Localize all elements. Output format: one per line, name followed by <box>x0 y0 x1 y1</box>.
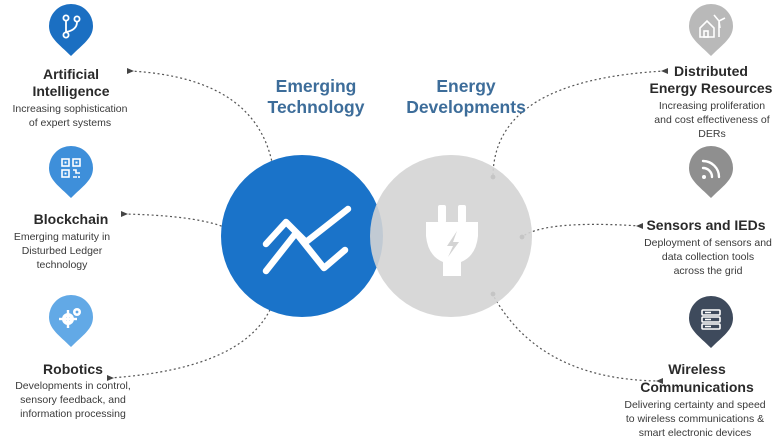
pin-ai <box>49 4 93 56</box>
blockchain-desc-1: Emerging maturity in <box>14 231 110 243</box>
left-circle-title-1: Emerging <box>276 76 357 96</box>
wireless-desc-3: smart electronic devices <box>639 427 752 439</box>
right-circle-title-2: Developments <box>406 97 526 117</box>
wireless-title-2: Communications <box>640 379 754 395</box>
blockchain-desc-3: technology <box>37 259 89 271</box>
connector-der <box>492 70 666 176</box>
sensors-title: Sensors and IEDs <box>646 217 765 233</box>
git-branch-icon <box>62 14 81 39</box>
wireless-title-1: Wireless <box>668 361 726 377</box>
arrow-ai <box>127 68 134 74</box>
house-turbine-icon <box>699 14 726 38</box>
wireless-desc-2: to wireless communications & <box>626 413 764 425</box>
connector-robotics <box>109 296 276 379</box>
power-plug-icon <box>426 205 478 276</box>
sensors-desc-3: across the grid <box>674 265 743 277</box>
gears-icon <box>59 308 81 328</box>
der-title-1: Distributed <box>674 63 748 79</box>
pin-blockchain <box>49 146 93 198</box>
item-der: Distributed Energy Resources Increasing … <box>650 4 773 140</box>
server-icon <box>701 309 721 330</box>
robotics-desc-1: Developments in control, <box>15 380 131 392</box>
der-desc-1: Increasing proliferation <box>659 100 765 112</box>
item-sensors: Sensors and IEDs Deployment of sensors a… <box>644 146 772 277</box>
der-desc-3: DERs <box>698 128 725 140</box>
ai-desc-2: of expert systems <box>29 117 111 129</box>
pin-wireless <box>689 296 733 348</box>
arrow-der <box>661 68 668 74</box>
trend-icon <box>262 205 352 275</box>
pin-der <box>689 4 733 56</box>
item-ai: Artificial Intelligence Increasing sophi… <box>13 4 128 129</box>
connector-wireless <box>492 294 661 382</box>
arrow-blockchain <box>121 211 128 217</box>
connector-ai <box>129 70 275 175</box>
arrow-robotics <box>107 375 114 381</box>
connector-sensors <box>522 223 641 237</box>
arrow-sensors <box>636 223 643 229</box>
item-blockchain: Blockchain Emerging maturity in Disturbe… <box>14 146 110 271</box>
left-circle-title-2: Technology <box>268 97 365 117</box>
ai-title-1: Artificial <box>43 66 99 82</box>
robotics-desc-2: sensory feedback, and <box>20 394 126 406</box>
blockchain-title: Blockchain <box>34 211 109 227</box>
arrow-wireless <box>656 378 663 384</box>
item-wireless: Wireless Communications Delivering certa… <box>624 296 766 439</box>
item-robotics: Robotics Developments in control, sensor… <box>15 295 131 420</box>
venn: Emerging Technology Energy Developments <box>221 76 532 317</box>
sensors-desc-2: data collection tools <box>662 251 754 263</box>
ai-desc-1: Increasing sophistication <box>13 103 128 115</box>
der-desc-2: and cost effectiveness of <box>654 114 769 126</box>
signal-icon <box>701 159 721 179</box>
blockchain-desc-2: Disturbed Ledger <box>22 245 103 257</box>
ai-title-2: Intelligence <box>32 83 109 99</box>
robotics-desc-3: information processing <box>20 408 126 420</box>
pin-sensors <box>689 146 733 198</box>
der-title-2: Energy Resources <box>650 80 773 96</box>
right-circle-title-1: Energy <box>436 76 496 96</box>
pin-robotics <box>49 295 93 347</box>
robotics-title: Robotics <box>43 361 103 377</box>
wireless-desc-1: Delivering certainty and speed <box>624 399 765 411</box>
qr-code-icon <box>61 158 81 178</box>
sensors-desc-1: Deployment of sensors and <box>644 237 772 249</box>
